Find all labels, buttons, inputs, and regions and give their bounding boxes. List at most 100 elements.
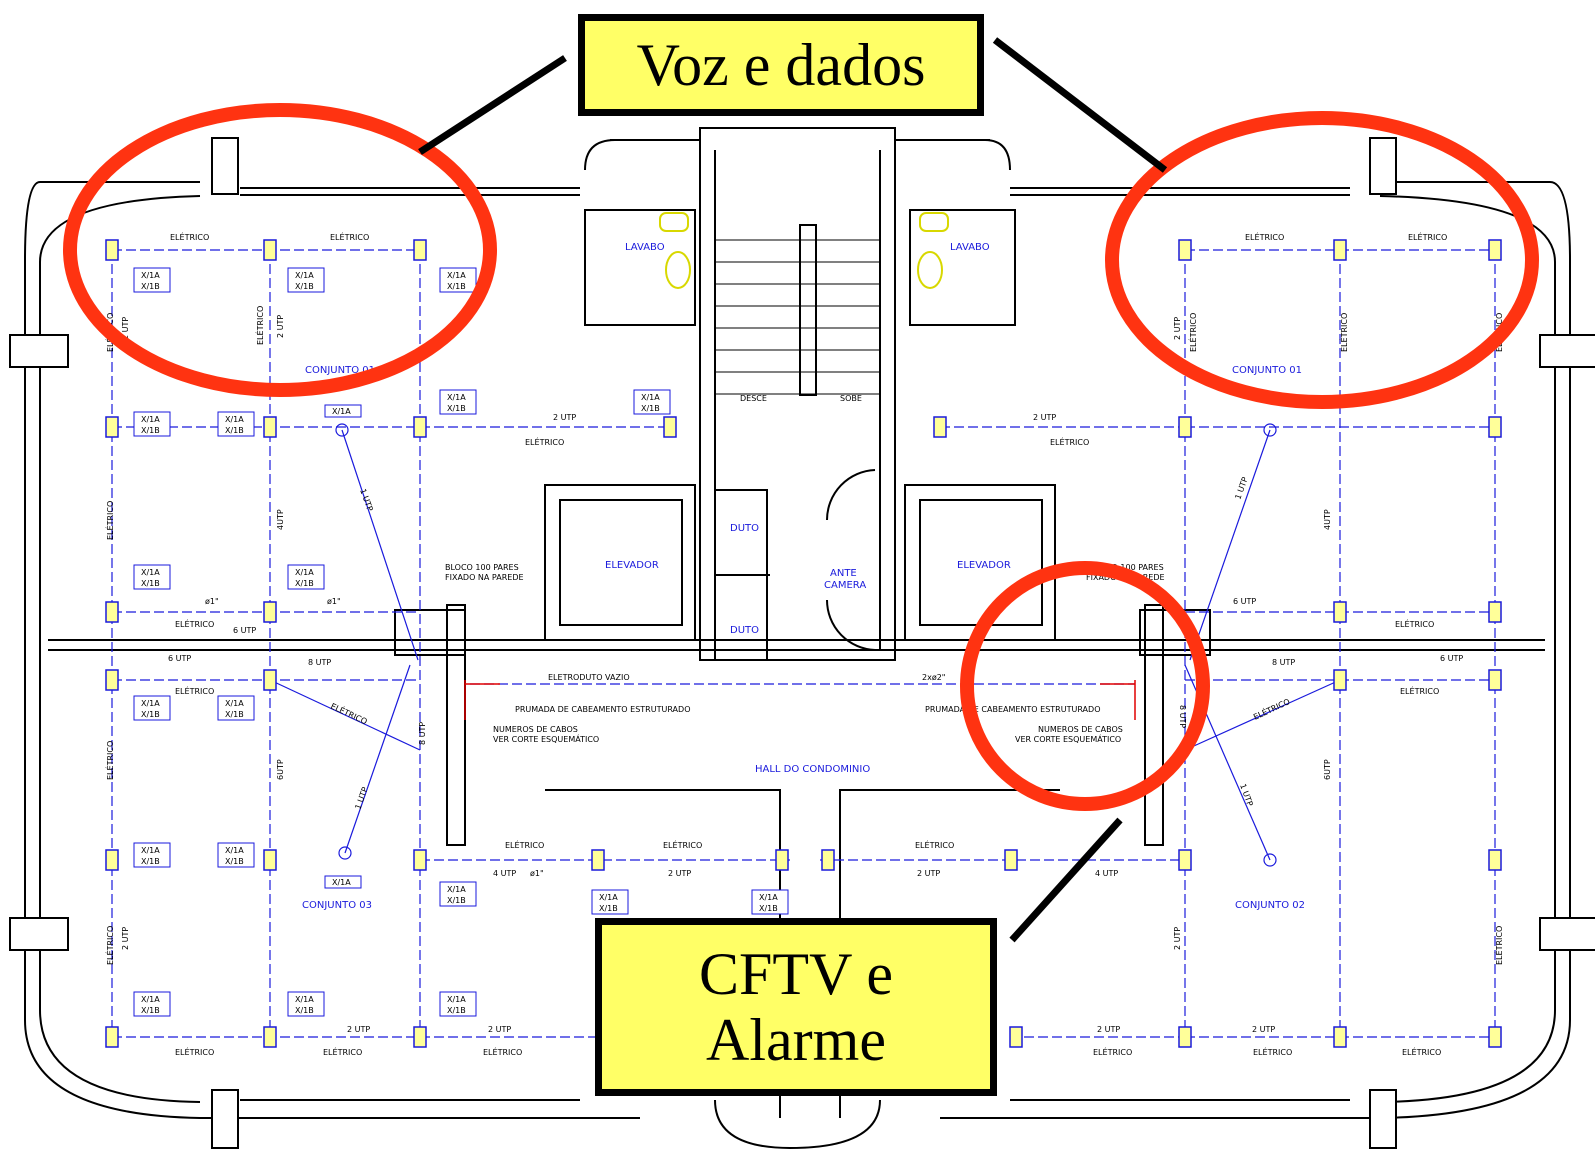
- label-eletrico: ELÉTRICO: [175, 685, 214, 696]
- label-conjunto-03: CONJUNTO 03: [302, 900, 372, 911]
- label-eletrico: ELÉTRICO: [1408, 231, 1447, 242]
- outlet-boxes: [105, 239, 1502, 1048]
- label-utp: 2 UTP: [1033, 413, 1056, 422]
- label-utp: 6 UTP: [1233, 597, 1256, 606]
- label-conjunto-02: CONJUNTO 02: [1235, 900, 1305, 911]
- tag-x1a: X/1A: [295, 995, 314, 1004]
- label-utp-vertical: 2 UTP: [1173, 317, 1182, 340]
- tag-x1b: X/1B: [225, 710, 244, 719]
- label-eletrico-vertical: ELÉTRICO: [1187, 313, 1198, 352]
- label-utp: 2 UTP: [1252, 1025, 1275, 1034]
- label-conjunto-01: CONJUNTO 01: [1232, 365, 1302, 376]
- callout-voz-dados: Voz e dados: [578, 14, 984, 116]
- label-utp: 2 UTP: [917, 869, 940, 878]
- label-eletrico-vertical: ELÉTRICO: [1338, 313, 1349, 352]
- label-eletrico: ELÉTRICO: [1253, 1046, 1292, 1057]
- label-hall: HALL DO CONDOMINIO: [755, 764, 870, 775]
- tag-x1b: X/1B: [295, 579, 314, 588]
- label-eletrico-diagonal: ELÉTRICO: [1251, 695, 1291, 722]
- label-utp-diagonal: 1 UTP: [1238, 783, 1254, 808]
- label-eletrico: ELÉTRICO: [505, 839, 544, 850]
- label-phi: ø1": [205, 597, 219, 606]
- tag-x1b: X/1B: [295, 1006, 314, 1015]
- callout-cftv-line2: Alarme: [706, 1007, 886, 1073]
- label-eletrico: ELÉTRICO: [170, 231, 209, 242]
- label-lavabo-left: LAVABO: [625, 242, 665, 253]
- label-eletrico: ELÉTRICO: [1245, 231, 1284, 242]
- tag-x1b: X/1B: [759, 904, 778, 913]
- tag-x1b: X/1B: [447, 282, 466, 291]
- label-eletrico-vertical: ELÉTRICO: [104, 741, 115, 780]
- label-utp: 2 UTP: [553, 413, 576, 422]
- label-eletrico: ELÉTRICO: [175, 1046, 214, 1057]
- tag-x1b: X/1B: [447, 1006, 466, 1015]
- label-eletrico: ELÉTRICO: [1402, 1046, 1441, 1057]
- building-columns: [9, 137, 1595, 1149]
- tag-x1a: X/1A: [447, 393, 466, 402]
- label-utp-vertical: 4UTP: [1323, 509, 1332, 530]
- label-utp: 2 UTP: [347, 1025, 370, 1034]
- label-desce: DESCE: [740, 394, 767, 403]
- tag-x1b: X/1B: [141, 579, 160, 588]
- label-eletrico: ELÉTRICO: [525, 436, 564, 447]
- label-eletrico: ELÉTRICO: [663, 839, 702, 850]
- label-eletrico: ELÉTRICO: [175, 618, 214, 629]
- prumada-markers: [464, 680, 1136, 720]
- tag-x1b: X/1B: [141, 710, 160, 719]
- highlight-rings: [63, 103, 1539, 811]
- callout-cftv-line1: CFTV e: [699, 941, 893, 1007]
- label-ver-corte: VER CORTE ESQUEMÁTICO: [1015, 733, 1121, 744]
- label-prumada: PRUMADA DE CABEAMENTO ESTRUTURADO: [515, 705, 691, 714]
- label-utp: 4 UTP: [1095, 869, 1118, 878]
- label-utp-vertical: 2 UTP: [121, 927, 130, 950]
- label-sobe: SOBE: [840, 394, 862, 403]
- label-eletrico: ELÉTRICO: [1400, 685, 1439, 696]
- tag-x1a: X/1A: [332, 407, 351, 416]
- callout-leaders: [418, 37, 1168, 943]
- label-phi: ø1": [327, 597, 341, 606]
- ring-top-right: [1105, 111, 1539, 409]
- tag-x1b: X/1B: [141, 282, 160, 291]
- label-utp: 4 UTP: [493, 869, 516, 878]
- label-eletrico: ELÉTRICO: [483, 1046, 522, 1057]
- label-eletrico: ELÉTRICO: [323, 1046, 362, 1057]
- label-duto-top: DUTO: [730, 523, 759, 534]
- callout-voz-dados-text: Voz e dados: [636, 31, 926, 98]
- label-utp-vertical: 4UTP: [276, 509, 285, 530]
- label-eletrico: ELÉTRICO: [1395, 618, 1434, 629]
- outlet-tags: [133, 267, 789, 1017]
- tag-x1a: X/1A: [141, 699, 160, 708]
- tag-x1a: X/1A: [225, 699, 244, 708]
- label-utp: 8 UTP: [308, 658, 331, 667]
- label-utp-diagonal: 1 UTP: [353, 786, 369, 811]
- tag-x1a: X/1A: [332, 878, 351, 887]
- cabling-radials: [269, 423, 1341, 867]
- ring-top-left: [63, 103, 497, 397]
- callout-cftv-alarme: CFTV e Alarme: [595, 918, 997, 1096]
- label-utp-diagonal: 1 UTP: [1233, 476, 1249, 501]
- tag-x1a: X/1A: [141, 568, 160, 577]
- tag-x1b: X/1B: [141, 1006, 160, 1015]
- tag-x1b: X/1B: [599, 904, 618, 913]
- tag-x1a: X/1A: [447, 271, 466, 280]
- label-bloco: BLOCO 100 PARES: [445, 563, 519, 572]
- label-eletrico-vertical: ELÉTRICO: [104, 926, 115, 965]
- label-utp: 6 UTP: [233, 626, 256, 635]
- label-utp: 2 UTP: [488, 1025, 511, 1034]
- label-numeros: NUMEROS DE CABOS: [493, 725, 578, 734]
- tag-x1a: X/1A: [599, 893, 618, 902]
- building-outline: [24, 181, 1571, 1119]
- ring-cftv: [960, 561, 1210, 811]
- label-eletrico: ELÉTRICO: [330, 231, 369, 242]
- label-utp-vertical: 6UTP: [1323, 759, 1332, 780]
- tag-x1a: X/1A: [225, 415, 244, 424]
- label-utp: 8 UTP: [1272, 658, 1295, 667]
- tag-x1b: X/1B: [141, 426, 160, 435]
- label-eletrico-vertical: ELÉTRICO: [104, 501, 115, 540]
- tag-x1a: X/1A: [141, 995, 160, 1004]
- label-utp-vertical: 2 UTP: [1173, 927, 1182, 950]
- label-utp-diagonal: 1 UTP: [358, 488, 374, 513]
- tag-x1a: X/1A: [759, 893, 778, 902]
- lavabo-fixtures: [659, 212, 949, 289]
